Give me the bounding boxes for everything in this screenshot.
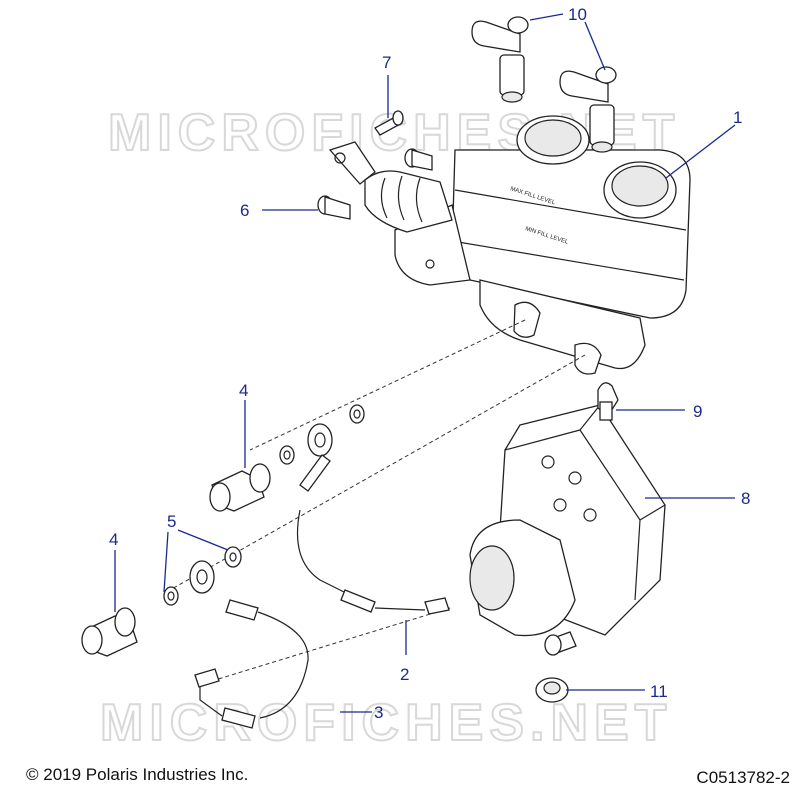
callout-5: 5 (167, 512, 176, 531)
crush-washer-c[interactable] (224, 546, 242, 568)
callout-4-lower: 4 (109, 530, 118, 549)
crush-washer-a[interactable] (349, 404, 365, 424)
callout-8: 8 (741, 489, 750, 508)
pressure-sensor-right[interactable] (559, 66, 617, 153)
bolt-7[interactable] (374, 110, 404, 136)
master-cylinder[interactable]: MAX FILL LEVEL MIN FILL LEVEL (394, 115, 691, 375)
callout-2: 2 (400, 665, 409, 684)
banjo-bolt-lower[interactable] (81, 607, 138, 657)
bolt-6[interactable] (317, 195, 351, 220)
pressure-sensor-left[interactable] (471, 16, 529, 103)
callout-9: 9 (693, 402, 702, 421)
bolt-upper[interactable] (404, 148, 433, 171)
watermark-bottom: MICROFICHES.NET (100, 694, 672, 752)
callout-11: 11 (650, 682, 668, 701)
brake-line-3[interactable] (189, 560, 309, 729)
banjo-bolt-upper[interactable] (209, 463, 271, 512)
callout-1: 1 (733, 108, 742, 127)
copyright-text: © 2019 Polaris Industries Inc. (26, 765, 249, 784)
brake-line-2[interactable] (296, 423, 450, 615)
abs-module[interactable] (469, 404, 666, 656)
bleeder-valve[interactable] (597, 382, 619, 421)
callout-3: 3 (374, 703, 383, 722)
grommet[interactable] (535, 677, 569, 703)
pushrod-boot[interactable] (328, 141, 453, 233)
crush-washer-d[interactable] (163, 586, 179, 606)
drawing-number: C0513782-2 (696, 768, 790, 787)
callout-6: 6 (240, 201, 249, 220)
callout-10: 10 (568, 5, 587, 24)
callout-7: 7 (382, 53, 391, 72)
crush-washer-b[interactable] (279, 445, 295, 465)
callout-4-upper: 4 (239, 381, 248, 400)
